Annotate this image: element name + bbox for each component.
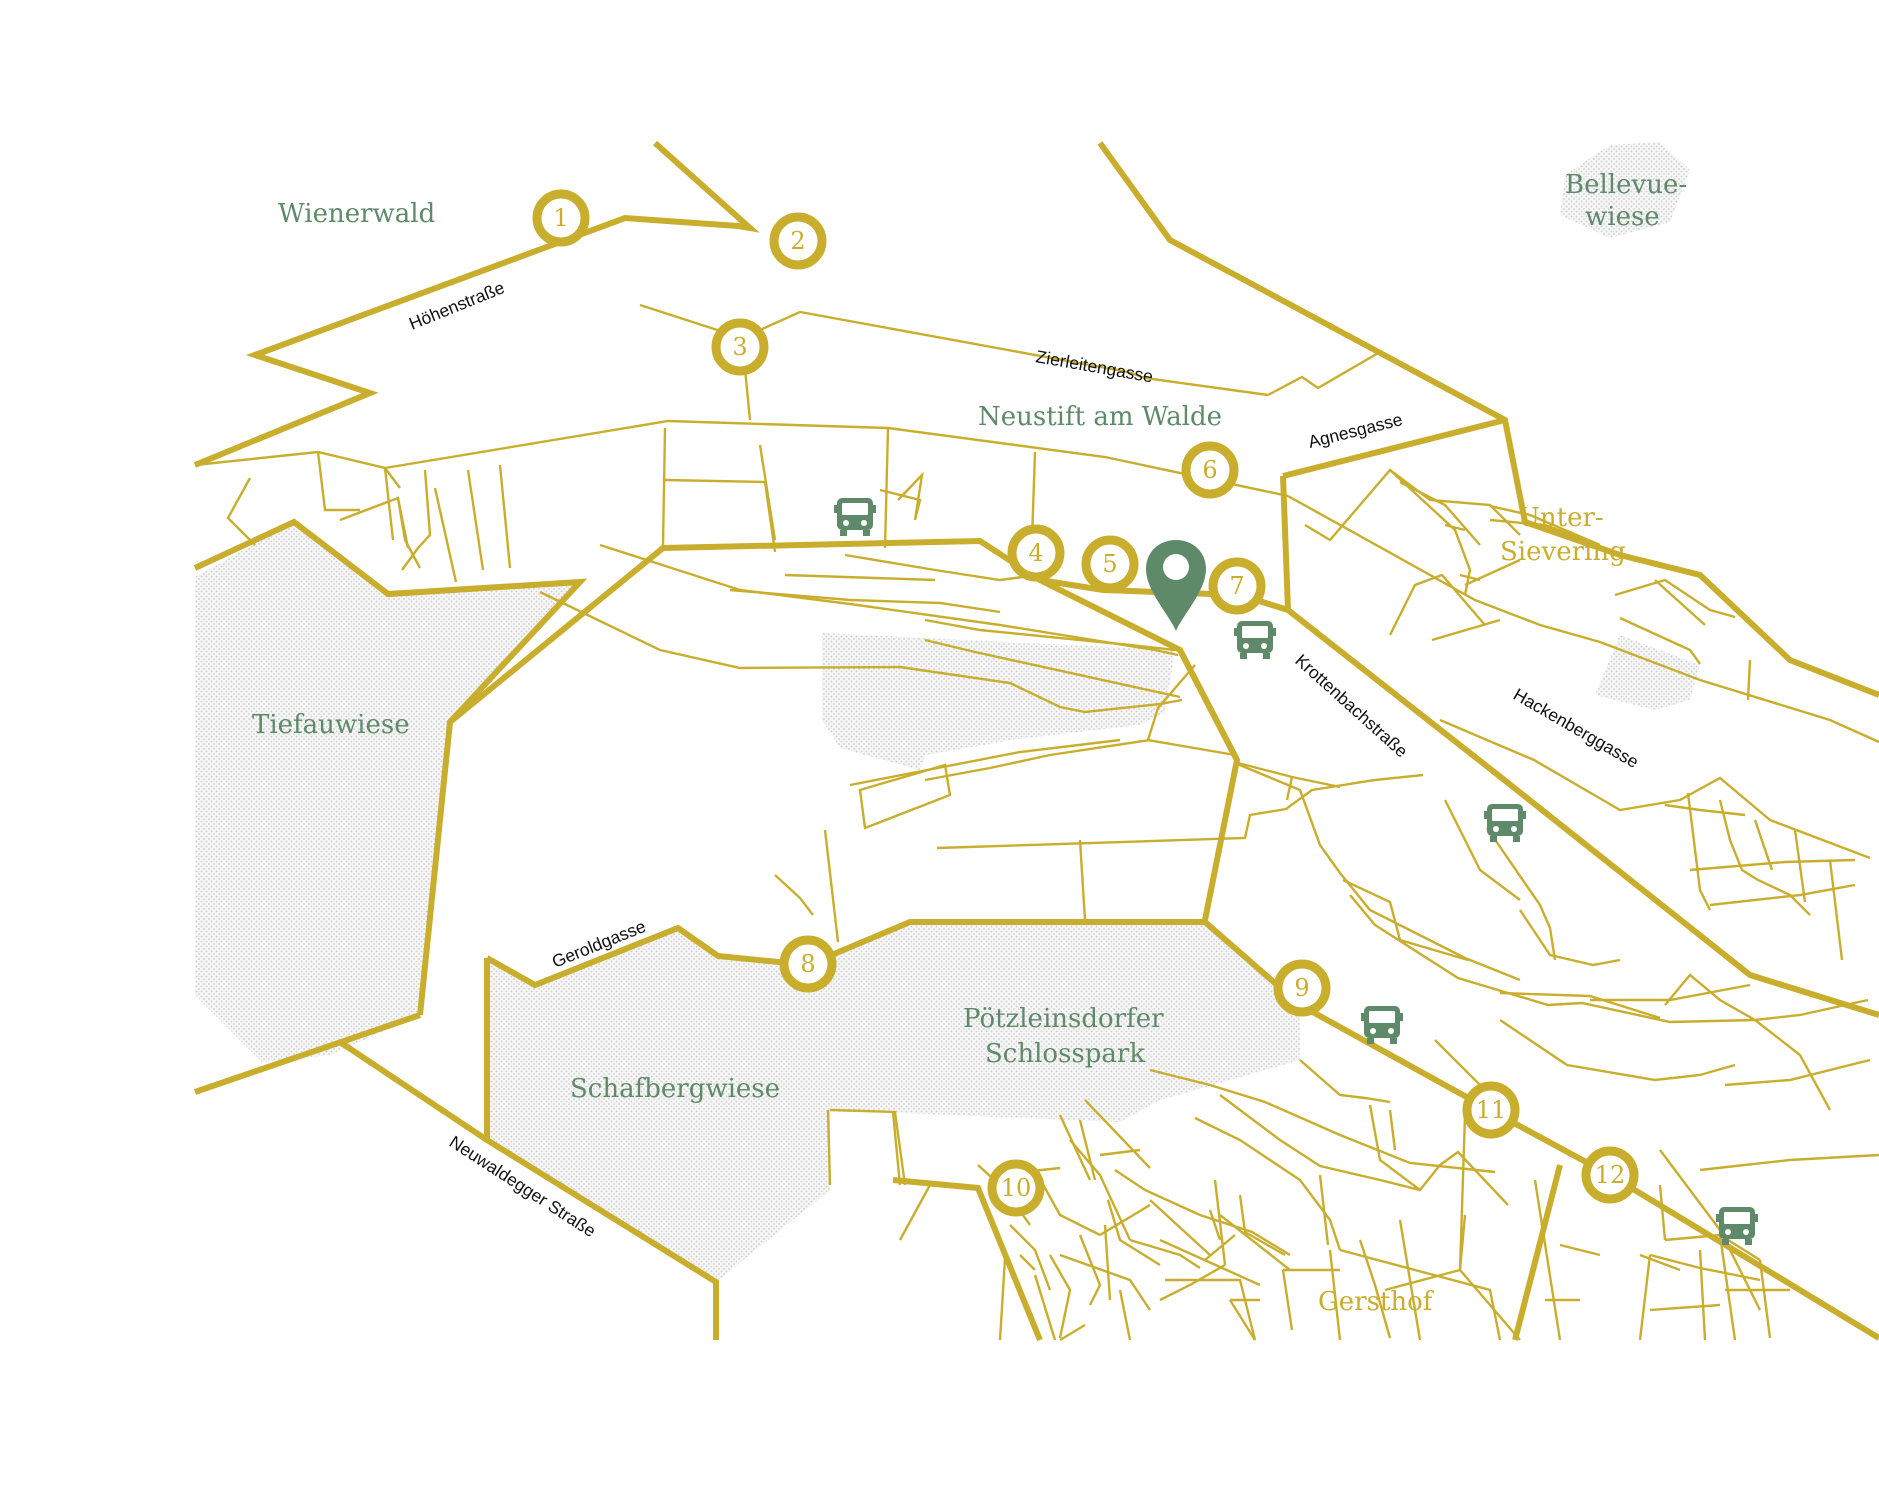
place-label-wienerwald: Wienerwald: [278, 199, 435, 229]
svg-text:6: 6: [1202, 456, 1217, 484]
place-label-bellevue: Bellevue-: [1565, 170, 1687, 200]
street-label-zierleitengasse: Zierleitengasse: [1034, 346, 1154, 386]
poi-marker-10[interactable]: 10: [987, 1159, 1045, 1217]
place-label-gersthof: Gersthof: [1318, 1287, 1435, 1317]
svg-text:7: 7: [1229, 572, 1244, 600]
bellevuewiese-area: [1560, 142, 1690, 238]
poi-marker-1[interactable]: 1: [532, 189, 590, 247]
svg-text:9: 9: [1294, 974, 1309, 1002]
place-label-tiefauwiese: Tiefauwiese: [252, 710, 410, 740]
tiefauwiese-area: [195, 522, 580, 1062]
poi-marker-5[interactable]: 5: [1081, 535, 1139, 593]
park-areas: [195, 142, 1700, 1282]
gersthof-east: [1512, 1164, 1563, 1341]
place-label-schafbergwiese: Schafbergwiese: [570, 1074, 780, 1104]
poi-marker-7[interactable]: 7: [1208, 557, 1266, 615]
major-roads: [193, 140, 1879, 1342]
svg-text:4: 4: [1028, 539, 1043, 567]
krottenbachstrasse: [1177, 648, 1240, 762]
bus-icon: [1234, 621, 1276, 659]
poi-marker-3[interactable]: 3: [711, 318, 769, 376]
poi-marker-4[interactable]: 4: [1007, 524, 1065, 582]
svg-text:1: 1: [553, 204, 568, 232]
krottenbach-east: [1239, 592, 1879, 1018]
northern-boundary: [193, 518, 588, 1016]
street-label-krottenbachstrasse: Krottenbachstraße: [1291, 650, 1411, 761]
place-label-poetzleinsdorfer: Pötzleinsdorfer: [963, 1004, 1164, 1034]
svg-text:8: 8: [800, 950, 815, 978]
agnesgasse: [1282, 417, 1506, 479]
poi-marker-6[interactable]: 6: [1181, 441, 1239, 499]
poi-marker-11[interactable]: 11: [1462, 1081, 1520, 1139]
svg-text:12: 12: [1595, 1161, 1626, 1189]
hoehenstrasse: [193, 140, 760, 468]
geroldgasse-boundary: [484, 958, 719, 1340]
unter-sievering-west: [1280, 475, 1291, 611]
bus-icon: [834, 498, 876, 536]
place-label-neustift: Neustift am Walde: [978, 402, 1222, 432]
place-label-schlosspark: Schlosspark: [985, 1039, 1145, 1069]
poi-marker-12[interactable]: 12: [1581, 1146, 1639, 1204]
street-label-hoehenstrasse: Höhenstraße: [406, 277, 507, 333]
place-label-unter: Unter-: [1518, 503, 1604, 533]
geroldgasse: [485, 919, 1302, 1008]
gersthof-road: [892, 1177, 1043, 1342]
neuwaldegger: [338, 1039, 489, 1143]
street-label-agnesgasse: Agnesgasse: [1306, 409, 1404, 452]
bus-icon: [1361, 1006, 1403, 1044]
park-area-center: [822, 633, 1175, 770]
place-label-bellevue-2: wiese: [1585, 202, 1660, 232]
poi-markers: 1 2 3 4 5 6 7 8 9 10 11: [532, 189, 1639, 1217]
bus-icon: [1716, 1207, 1758, 1245]
svg-text:11: 11: [1476, 1096, 1507, 1124]
location-pin-icon[interactable]: [1146, 540, 1206, 631]
svg-text:5: 5: [1102, 550, 1117, 578]
zierleitengasse: [1097, 141, 1879, 698]
svg-text:10: 10: [1001, 1174, 1032, 1202]
tiefau-lower: [194, 1012, 421, 1095]
svg-text:3: 3: [732, 333, 747, 361]
schafbergwiese-poetzleinsdorf-area: [487, 922, 1300, 1282]
svg-text:2: 2: [790, 227, 805, 255]
poi-marker-8[interactable]: 8: [779, 935, 837, 993]
poi-marker-2[interactable]: 2: [769, 212, 827, 270]
poi-marker-9[interactable]: 9: [1273, 959, 1331, 1017]
bus-icon: [1484, 804, 1526, 842]
main-southeast: [1298, 1002, 1879, 1341]
unter-sievering-meadow: [1595, 635, 1700, 710]
place-labels: Wienerwald Bellevue- wiese Neustift am W…: [252, 170, 1687, 1317]
place-label-sievering: Sievering: [1500, 537, 1626, 567]
